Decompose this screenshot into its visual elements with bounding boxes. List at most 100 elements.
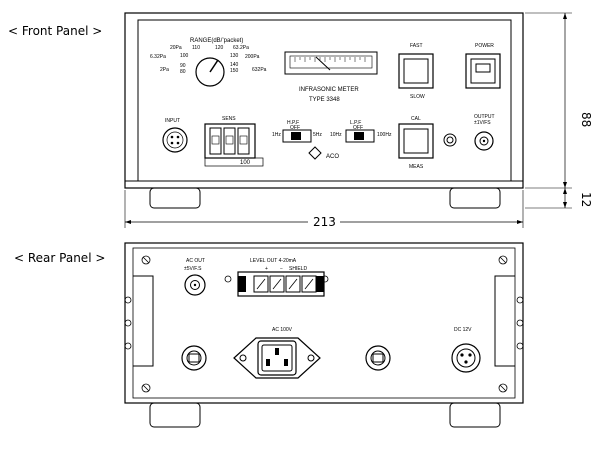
- power-button-inner: [470, 58, 496, 84]
- dc12-pin-3: [464, 360, 468, 364]
- shield-label: SHIELD: [289, 266, 307, 272]
- meter-type: TYPE 3348: [309, 97, 340, 103]
- power-indicator: [475, 63, 491, 73]
- dim-feet-value: 12: [579, 192, 593, 207]
- sens-label: SENS: [222, 116, 236, 122]
- dc12-label: DC 12V: [454, 327, 472, 333]
- fast-slow-button[interactable]: [398, 53, 434, 89]
- sens-digit-2-window: [225, 135, 234, 145]
- hpf-high: 5Hz: [313, 132, 322, 138]
- ac-inlet-pin-right: [284, 359, 288, 366]
- meas-label: MEAS: [409, 164, 424, 170]
- input-pin-1: [170, 135, 174, 139]
- input-connector[interactable]: [162, 127, 188, 153]
- range-tick-150: 150: [230, 68, 239, 74]
- cal-trim-knob[interactable]: [443, 133, 457, 147]
- rear-panel-title: < Rear Panel >: [14, 251, 105, 265]
- ac-inlet-socket[interactable]: [257, 340, 297, 376]
- screw-icon: [224, 275, 232, 283]
- range-tick-80: 80: [180, 69, 186, 75]
- slow-label: SLOW: [410, 94, 425, 100]
- screw-icon: [141, 255, 151, 265]
- screw-icon: [516, 296, 524, 304]
- rear-bracket-right: [494, 275, 515, 367]
- ac-out-bnc-inner: [190, 280, 200, 290]
- terminal-screw-slots: [256, 278, 314, 290]
- hpf-switch-thumb: [291, 132, 301, 140]
- power-button[interactable]: [465, 53, 501, 89]
- screw-icon: [516, 342, 524, 350]
- screw-icon: [516, 319, 524, 327]
- input-connector-inner: [166, 131, 184, 149]
- fast-label: FAST: [410, 43, 423, 49]
- output-bnc-pin: [482, 139, 486, 143]
- range-tick-2pa: 2Pa: [160, 67, 169, 73]
- sens-digit-1-window: [211, 135, 220, 145]
- screw-icon: [498, 383, 508, 393]
- screw-icon: [141, 383, 151, 393]
- input-label: INPUT: [165, 118, 180, 124]
- terminal-screws: [253, 275, 317, 293]
- fuse-holder-left-cap: [188, 353, 200, 363]
- screw-icon: [124, 296, 132, 304]
- screw-icon: [498, 255, 508, 265]
- screw-icon: [124, 342, 132, 350]
- dc12-connector[interactable]: [451, 343, 481, 373]
- dim-height-arrow-top: [563, 13, 567, 19]
- level-out-minus: −: [280, 266, 283, 272]
- ac-out-sub: ±5V/F.S: [184, 266, 202, 272]
- ac-inlet-socket-inner: [261, 344, 293, 372]
- input-pin-4: [176, 141, 180, 145]
- brand-text: ACO: [326, 154, 339, 160]
- rear-bracket-left: [133, 275, 154, 367]
- screw-icon: [124, 319, 132, 327]
- cal-meas-button[interactable]: [398, 123, 434, 159]
- output-sub: ±1V/FS: [474, 120, 491, 126]
- lpf-label: L.P.F: [350, 120, 361, 126]
- dim-height-value: 88: [579, 112, 593, 127]
- sens-digit-1[interactable]: [209, 127, 222, 155]
- sens-digit-2[interactable]: [223, 127, 236, 155]
- sens-scale-label-box: [204, 157, 264, 167]
- range-tick-110: 110: [192, 45, 200, 51]
- terminal-block-left-tab: [238, 276, 246, 292]
- ac100-label: AC 100V: [272, 327, 293, 333]
- ac-inlet-pin-earth: [275, 348, 279, 355]
- rear-screws: [124, 255, 524, 393]
- aco-logo-icon: [308, 146, 322, 160]
- range-tick-100: 100: [180, 53, 189, 59]
- sens-value: 100: [240, 160, 251, 166]
- range-tick-130: 130: [230, 53, 239, 59]
- output-bnc-inner: [479, 136, 489, 146]
- lpf-low: 10Hz: [330, 132, 342, 138]
- rear-chassis-inner: [132, 247, 516, 399]
- meter-scale: [289, 55, 373, 69]
- range-tick-632pa-top: 63.2Pa: [233, 45, 249, 51]
- input-pin-2: [176, 135, 180, 139]
- rear-foot-right: [449, 402, 501, 428]
- input-pin-3: [170, 141, 174, 145]
- range-tick-200pa: 200Pa: [245, 54, 260, 60]
- sens-digit-3[interactable]: [237, 127, 250, 155]
- level-out-plus: +: [265, 266, 268, 272]
- dim-height-arrow-bottom: [563, 202, 567, 208]
- range-tick-632mpa: 6.32Pa: [150, 54, 166, 60]
- ac-inlet-screw-left: [239, 354, 247, 362]
- meter-needle: [315, 56, 331, 71]
- cal-label: CAL: [411, 116, 421, 122]
- terminal-block-right-tab: [316, 276, 324, 292]
- sens-digit-3-window: [239, 135, 248, 145]
- dim-width-value: 213: [313, 215, 336, 229]
- lpf-off: OFF: [353, 125, 363, 131]
- hpf-low: 1Hz: [272, 132, 281, 138]
- power-label: POWER: [475, 43, 494, 49]
- range-tick-120: 120: [215, 45, 224, 51]
- dim-width-text-bg: [308, 213, 340, 229]
- ac-out-bnc-pin: [193, 283, 197, 287]
- range-tick-90: 90: [180, 63, 186, 69]
- hpf-off: OFF: [290, 125, 300, 131]
- hpf-label: H.P.F: [287, 120, 299, 126]
- dc12-connector-inner: [456, 348, 476, 368]
- dc12-pin-1: [460, 353, 464, 357]
- front-foot-right: [449, 187, 501, 209]
